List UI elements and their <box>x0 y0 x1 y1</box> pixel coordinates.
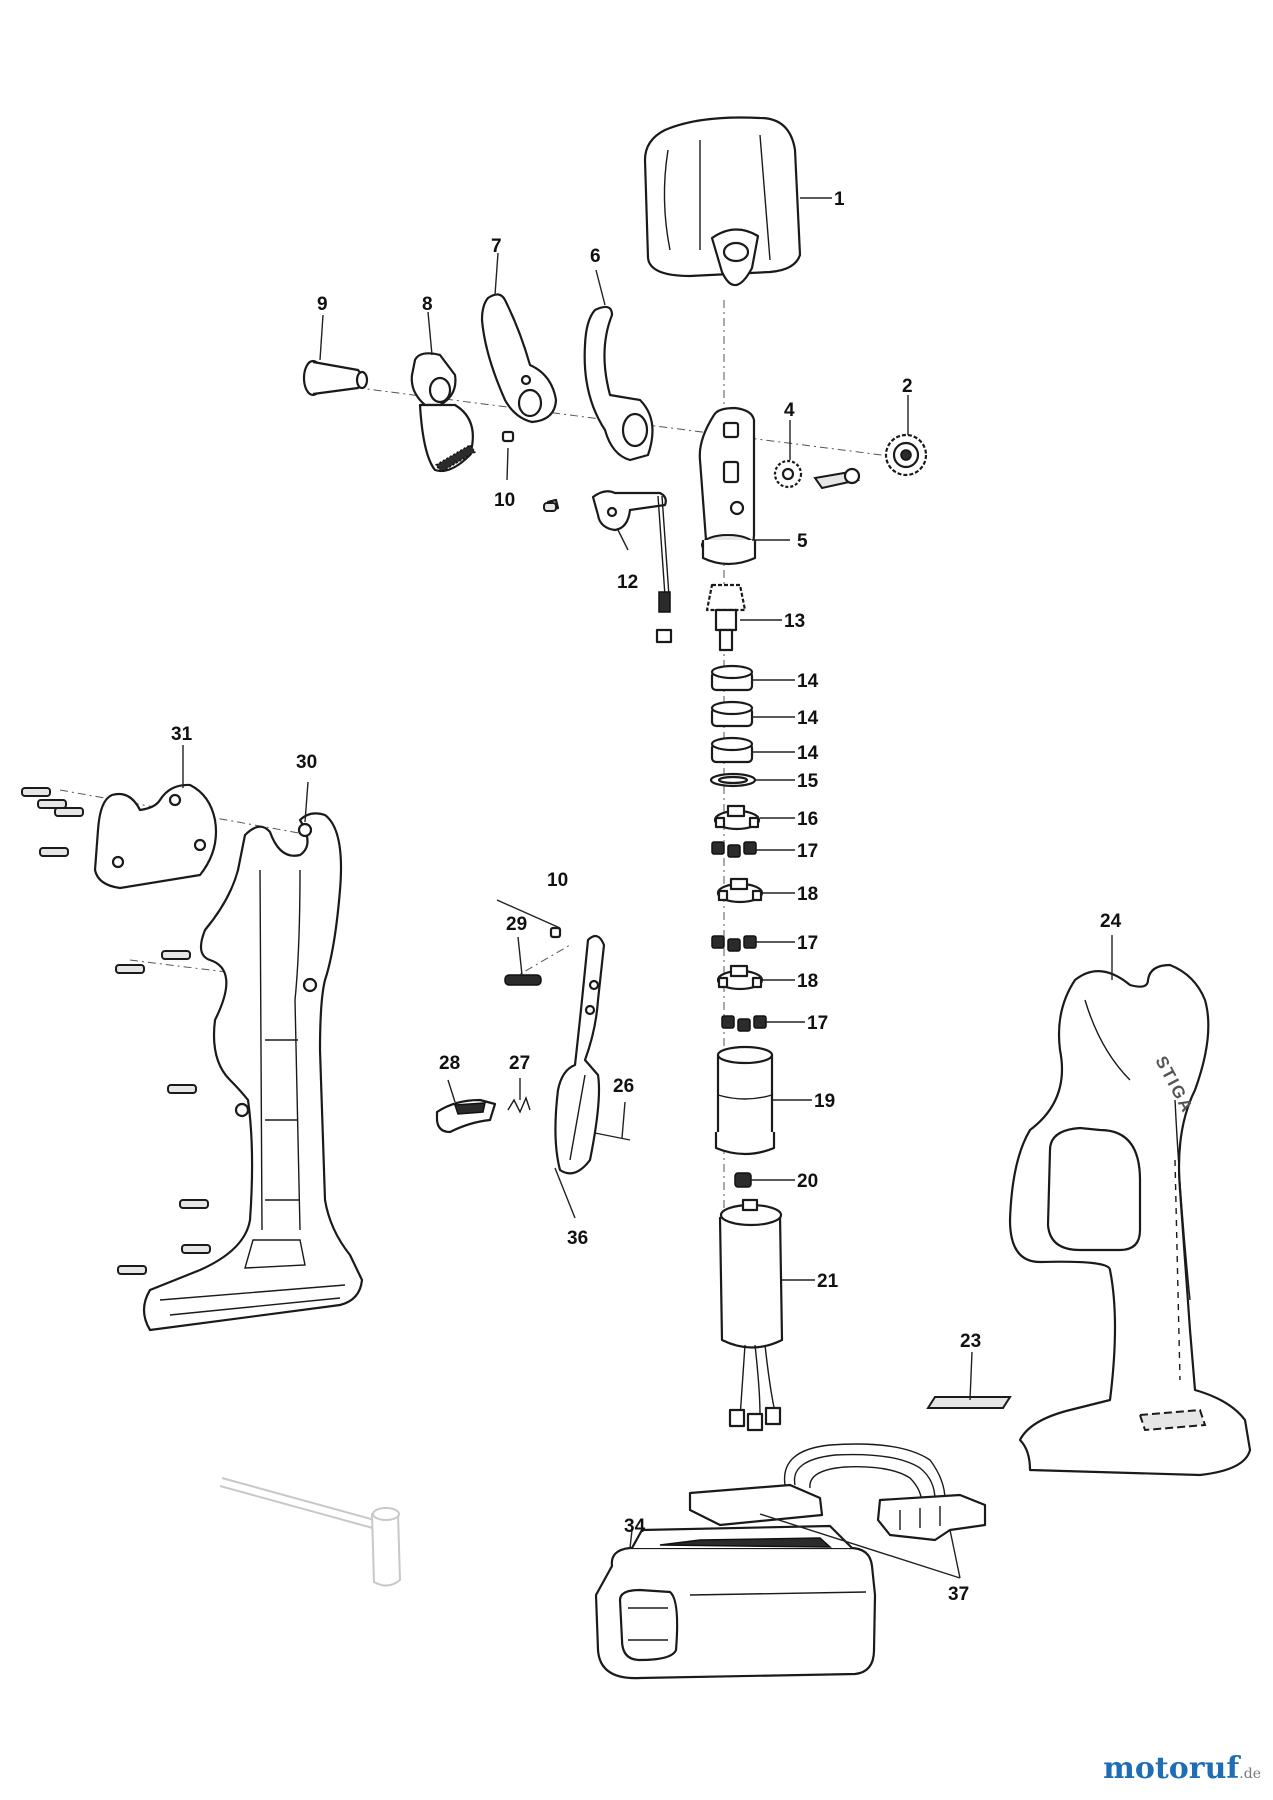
screw <box>39 847 69 857</box>
part-29-spring <box>504 974 542 986</box>
planet-gears-row-1 <box>711 841 757 858</box>
part-8-gear-sector <box>410 352 477 473</box>
callout-21: 21 <box>817 1271 839 1292</box>
part-34-battery <box>594 1524 877 1680</box>
screws <box>21 502 557 1275</box>
screw <box>167 1084 197 1094</box>
screw <box>115 964 145 974</box>
part-27-spring <box>507 1096 531 1114</box>
part-7-counter-blade <box>480 293 558 424</box>
callout-6: 6 <box>590 246 601 267</box>
callout-18-b: 18 <box>797 971 818 992</box>
part-14-bearings <box>710 664 754 764</box>
bearing-3 <box>710 736 754 764</box>
part-15-circlip <box>709 772 757 788</box>
watermark-suffix: .de <box>1239 1766 1261 1782</box>
callout-17-c: 17 <box>807 1013 828 1034</box>
screw <box>179 1199 209 1209</box>
part-13-pinion-shaft <box>705 583 747 652</box>
callout-17-b: 17 <box>797 933 818 954</box>
callout-28: 28 <box>439 1053 460 1074</box>
leader-lines <box>182 197 1113 1579</box>
callout-13: 13 <box>784 611 805 632</box>
part-9-pivot-bolt <box>302 359 369 397</box>
part-18-carriers <box>716 877 764 991</box>
ghost-tool-wrench <box>219 1477 402 1587</box>
callout-1: 1 <box>834 189 845 210</box>
callout-30: 30 <box>296 752 317 773</box>
callout-19: 19 <box>814 1091 835 1112</box>
callout-18-a: 18 <box>797 884 818 905</box>
part-5-head-housing <box>698 406 757 566</box>
callout-14-a: 14 <box>797 671 819 692</box>
callout-20: 20 <box>797 1171 818 1192</box>
planet-gears-row-2 <box>711 935 757 952</box>
callout-14-b: 14 <box>797 708 819 729</box>
part-16-planet-carrier <box>713 804 761 831</box>
bearing-2 <box>710 700 754 728</box>
callout-31: 31 <box>171 724 193 745</box>
callout-14-c: 14 <box>797 743 819 764</box>
bearing-1 <box>710 664 754 692</box>
callout-10-top: 10 <box>494 490 515 511</box>
callout-16: 16 <box>797 809 818 830</box>
part-37-electronics <box>688 1443 987 1542</box>
screw <box>161 950 191 960</box>
callout-5: 5 <box>797 531 808 552</box>
screw <box>117 1265 147 1275</box>
callout-23: 23 <box>960 1331 981 1352</box>
part-12-spring-bracket <box>591 490 673 644</box>
part-19-gearbox-housing <box>714 1045 776 1156</box>
carrier-1 <box>716 877 764 904</box>
part-20-motor-pinion <box>734 1172 752 1188</box>
callout-10-mid: 10 <box>547 870 568 891</box>
part-28-trigger <box>435 1098 497 1134</box>
part-4-small-gear <box>773 459 861 490</box>
callout-labels: 1 2 4 5 6 7 8 9 10 10 12 13 14 14 14 15 … <box>171 189 1122 1605</box>
part-31-cover-plate <box>93 783 218 890</box>
callout-27: 27 <box>509 1053 530 1074</box>
watermark-logo[interactable]: motoruf.de <box>1103 1751 1261 1786</box>
part-24-right-shell: STIGA <box>1008 963 1252 1477</box>
callout-7: 7 <box>491 236 502 257</box>
callout-9: 9 <box>317 294 328 315</box>
part-23-label-plate <box>926 1396 1012 1409</box>
screw <box>37 799 67 809</box>
screw <box>181 1244 211 1254</box>
callout-34: 34 <box>624 1516 646 1537</box>
callout-15: 15 <box>797 771 819 792</box>
callout-12: 12 <box>617 572 638 593</box>
callout-37: 37 <box>948 1584 969 1605</box>
callout-36: 36 <box>567 1228 588 1249</box>
carrier-2 <box>716 964 764 991</box>
callout-8: 8 <box>422 294 433 315</box>
screw <box>21 787 51 797</box>
part-30-left-shell <box>142 812 364 1332</box>
part-1-top-cover <box>643 116 802 287</box>
part-6-blade <box>583 305 654 462</box>
part-36-switch-lever <box>554 934 606 1175</box>
callout-24: 24 <box>1100 911 1122 932</box>
watermark-name: motoruf <box>1103 1751 1240 1786</box>
callout-2: 2 <box>902 376 913 397</box>
callout-29: 29 <box>506 914 527 935</box>
part-21-motor <box>718 1198 784 1432</box>
screw <box>543 502 557 512</box>
callout-4: 4 <box>784 400 795 421</box>
planet-gears-row-3 <box>721 1015 767 1032</box>
callout-26: 26 <box>613 1076 634 1097</box>
callout-17-a: 17 <box>797 841 818 862</box>
part-17-planet-gears <box>711 841 767 1032</box>
screw <box>54 807 84 817</box>
part-2-gear-nut <box>884 433 928 477</box>
